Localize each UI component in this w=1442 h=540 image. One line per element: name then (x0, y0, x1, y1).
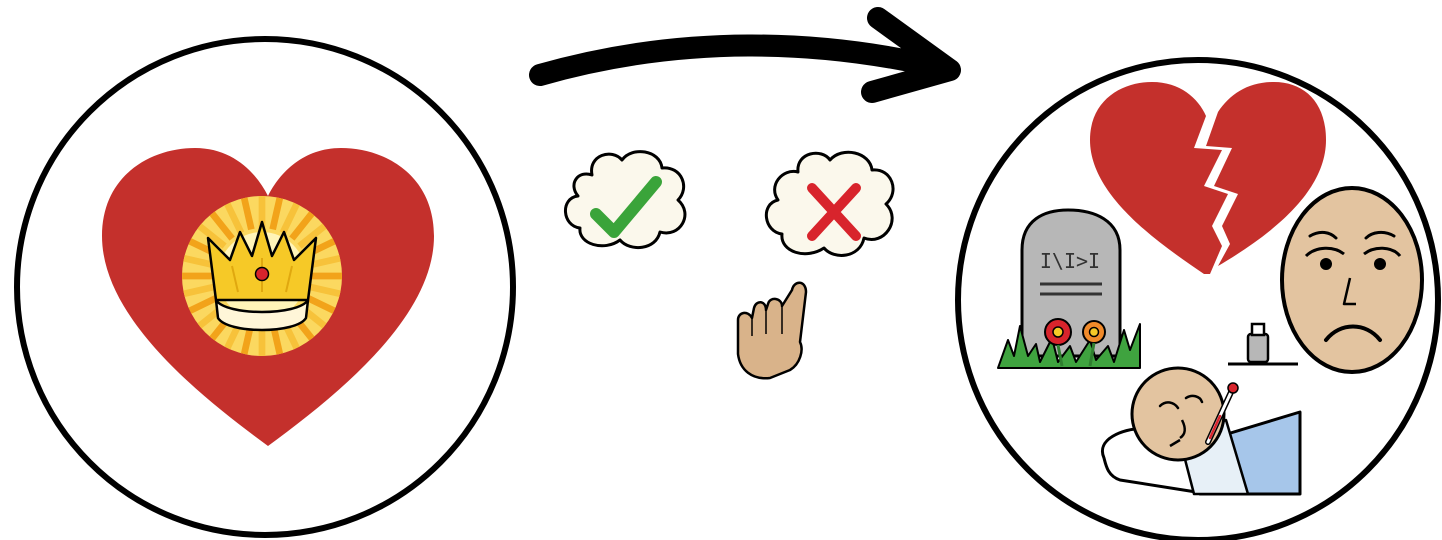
curved-arrow-icon (540, 18, 950, 92)
sunburst-ray (182, 273, 214, 280)
sad-face-icon (1282, 188, 1422, 372)
sunburst-ray (310, 273, 342, 280)
right-panel: I\I>I (958, 60, 1438, 540)
gravestone-engraving: I\I>I (1040, 249, 1100, 273)
middle (540, 18, 950, 378)
pointing-hand-icon (738, 283, 806, 379)
left-panel (17, 39, 513, 535)
thought-bubble-icon (565, 152, 684, 248)
